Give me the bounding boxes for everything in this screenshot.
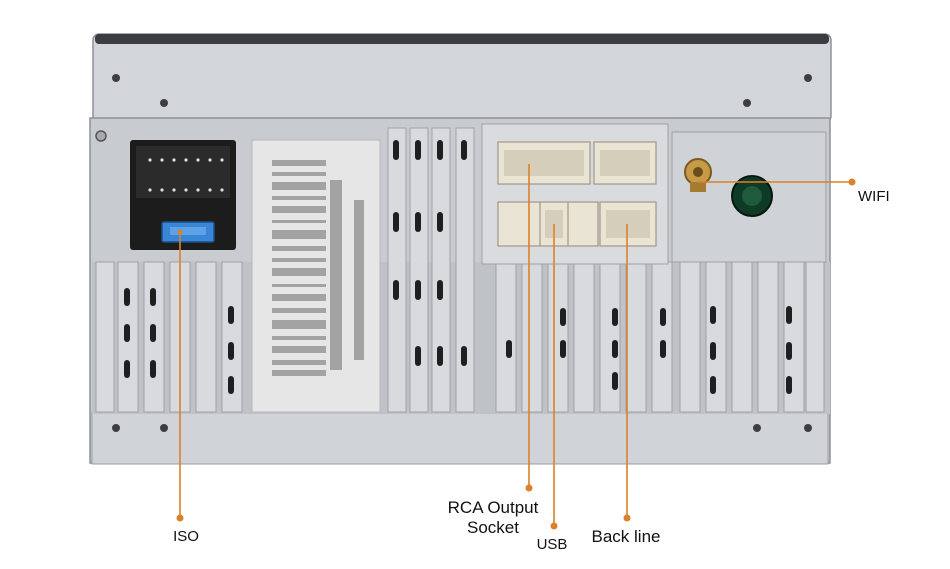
screw (804, 424, 812, 432)
screw (95, 130, 107, 142)
back-line-connector-icon (599, 201, 657, 247)
rca-connector-icon (497, 141, 591, 185)
barcode-label (251, 139, 381, 413)
gps-socket-icon (731, 175, 773, 217)
screw (743, 99, 751, 107)
iso-leader-dot (176, 514, 184, 522)
screw (804, 74, 812, 82)
iso-label: ISO (173, 528, 199, 545)
screw (112, 424, 120, 432)
screw (160, 99, 168, 107)
rca-label-line1: RCA Output (447, 498, 539, 517)
usb-label: USB (536, 536, 568, 553)
iso-leader-dot-top (177, 229, 183, 235)
back-line-label: Back line (591, 527, 661, 546)
screw (160, 424, 168, 432)
wifi-label: WIFI (858, 188, 890, 205)
iso-connector-icon (130, 140, 236, 250)
heatsink-fins (92, 127, 830, 414)
usb-leader-dot (550, 522, 558, 530)
antenna-panel (671, 131, 827, 263)
wifi-leader-dot (848, 178, 856, 186)
rca-leader-dot (525, 484, 533, 492)
leader-lines (176, 164, 856, 530)
screw (753, 424, 761, 432)
top-plate (92, 33, 832, 123)
connector-lower-left (497, 201, 541, 247)
back-line-leader-dot (623, 514, 631, 522)
top-plate-edge (95, 34, 829, 44)
wifi-antenna-socket-icon (684, 158, 712, 192)
screw (112, 74, 120, 82)
connector-lower-mid (567, 201, 599, 247)
bottom-plate (91, 411, 829, 465)
connector-block (481, 123, 669, 265)
rca-label-line2: Socket (467, 518, 519, 537)
rca-output-socket-label: RCA Output Socket (432, 498, 554, 538)
